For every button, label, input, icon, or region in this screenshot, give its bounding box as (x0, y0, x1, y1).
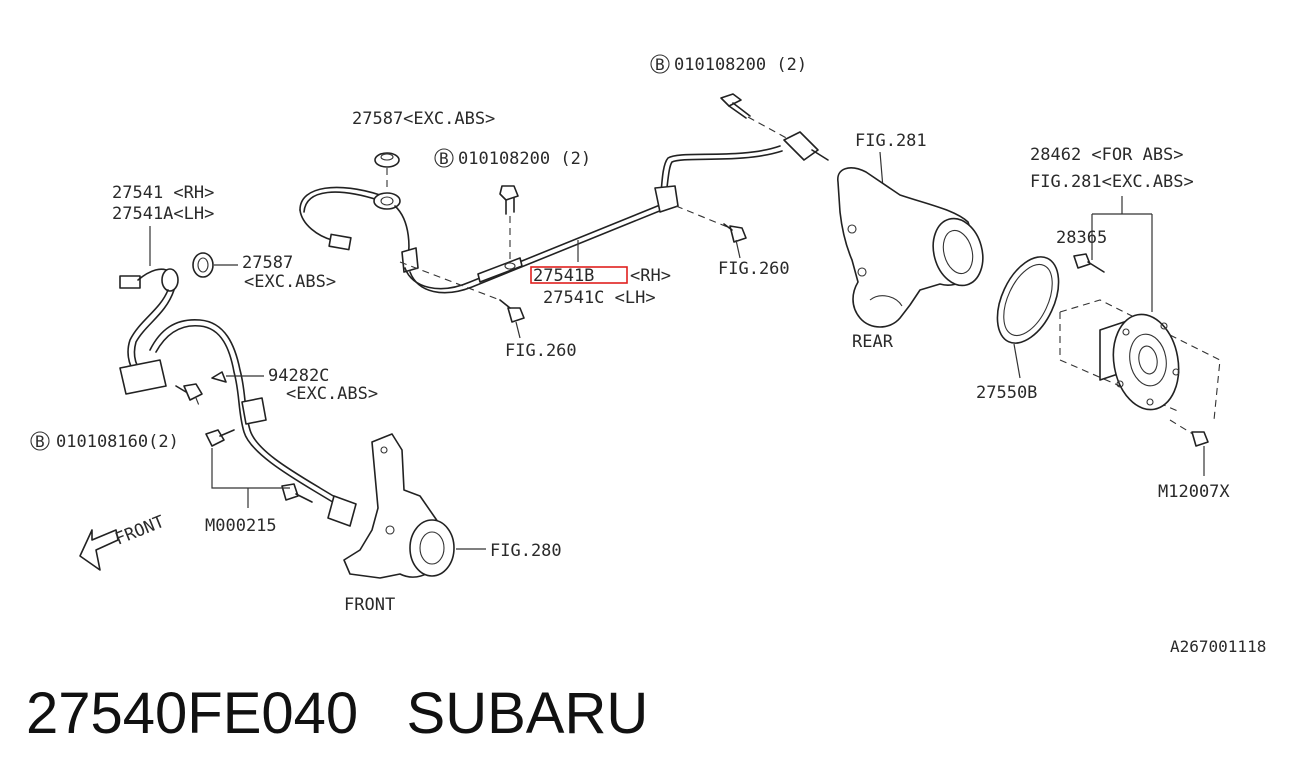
label-bolt-top: 010108200 (2) (674, 55, 807, 75)
footer-title: 27540FE040 SUBARU (26, 680, 648, 747)
label-sensor-rear-lh: 27541C <LH> (543, 288, 656, 308)
label-fig281: FIG.281 (855, 131, 927, 151)
part-number: 27540FE040 (26, 681, 359, 746)
hub: M12007X (1059, 299, 1230, 502)
clip: 94282C <EXC.ABS> (211, 366, 378, 404)
label-front-arrow: FRONT (112, 512, 167, 550)
label-sensor-rear-rh: 27541B (533, 266, 594, 286)
label-sensor-front-rh: 27541 <RH> (112, 183, 214, 203)
label-fig260-right: FIG.260 (718, 259, 790, 279)
front-sensor-label: 27541 <RH> 27541A<LH> (112, 183, 214, 266)
label-abs-note-2: FIG.281<EXC.ABS> (1030, 172, 1194, 192)
label-bolt-left: 010108160(2) (56, 432, 179, 452)
front-bolts: M000215 (205, 429, 313, 536)
grommet-top: 27587<EXC.ABS> (352, 109, 495, 192)
label-clip: 94282C (268, 366, 329, 386)
label-abs-note-1: 28462 <FOR ABS> (1030, 145, 1184, 165)
label-bolt-mid: 010108200 (2) (458, 149, 591, 169)
bolt-left: B 010108160(2) (30, 383, 203, 452)
b-mark: B (35, 432, 45, 451)
fig260-left-bolt: FIG.260 (499, 299, 577, 361)
rear-sensor-harness (299, 131, 829, 301)
b-mark: B (439, 149, 449, 168)
abs-notes: 28462 <FOR ABS> FIG.281<EXC.ABS> (1030, 145, 1194, 312)
tone-ring: 27550B (976, 256, 1060, 403)
brand-name: SUBARU (406, 681, 649, 746)
label-rear: REAR (852, 332, 894, 352)
label-front-knuckle: FRONT (344, 595, 395, 615)
front-arrow-icon: FRONT (79, 512, 167, 571)
rear-knuckle: FIG.281 REAR (837, 131, 984, 352)
label-sensor-front-lh: 27541A<LH> (112, 204, 214, 224)
label-fig280: FIG.280 (490, 541, 562, 561)
label-sensor-rear-rh-side: <RH> (630, 266, 671, 286)
label-grommet-left-2: <EXC.ABS> (244, 272, 336, 292)
bolt-top: B 010108200 (2) (650, 54, 807, 141)
b-mark: B (655, 55, 665, 74)
hub-bolt: 28365 (1056, 228, 1107, 273)
label-hub-screw: M12007X (1158, 482, 1230, 502)
front-sensor-harness (119, 268, 357, 527)
bolt-mid: B 010108200 (2) (434, 148, 591, 262)
label-fig260-left: FIG.260 (505, 341, 577, 361)
label-hub-bolt: 28365 (1056, 228, 1107, 248)
label-front-bolt: M000215 (205, 516, 277, 536)
front-knuckle: FIG.280 FRONT (343, 433, 562, 615)
grommet-left: 27587 <EXC.ABS> (192, 252, 336, 292)
parts-diagram: B 010108200 (2) B 010108200 (2) (30, 54, 1266, 656)
label-grommet-left-1: 27587 (242, 253, 293, 273)
drawing-number: A267001118 (1170, 637, 1266, 656)
label-grommet-top: 27587<EXC.ABS> (352, 109, 495, 129)
label-tone-ring: 27550B (976, 383, 1037, 403)
fig260-right-bolt: FIG.260 (718, 223, 790, 279)
highlight-box (530, 266, 628, 284)
label-clip-note: <EXC.ABS> (286, 384, 378, 404)
